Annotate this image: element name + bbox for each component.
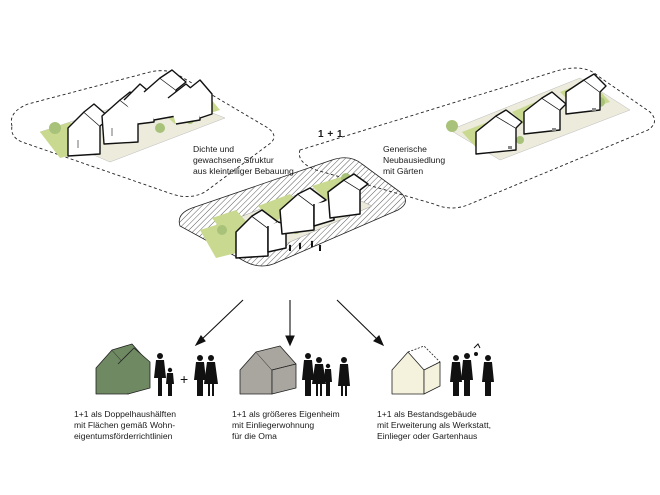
left-caption: Dichte und gewachsene Struktur aus klein… <box>193 144 294 176</box>
option-caption-line: mit Einliegerwohnung <box>232 419 315 430</box>
tree-icon <box>516 136 524 144</box>
option-caption-line: eigentumsförderrichtlinien <box>74 430 173 441</box>
left-caption-line: gewachsene Struktur <box>193 154 274 165</box>
option-caption-line: 1+1 als Bestandsgebäude <box>377 409 477 419</box>
option-3-house-icon <box>391 345 441 395</box>
option-caption-line: Einlieger oder Gartenhaus <box>377 430 478 441</box>
arrows <box>194 299 385 347</box>
left-context-outline <box>10 70 275 197</box>
option-caption-line: mit Flächen gemäß Wohn- <box>74 419 176 430</box>
option-1-house-icon <box>95 343 151 395</box>
option-1-figures <box>154 353 218 396</box>
option-2-figures <box>302 353 350 396</box>
left-cluster <box>39 69 226 163</box>
option-caption-line: für die Oma <box>232 430 277 441</box>
right-caption-line: Generische <box>383 144 427 154</box>
option-caption-line: 1+1 als Doppelhaushälften <box>74 409 177 419</box>
right-cluster <box>446 73 631 161</box>
right-context-outline <box>298 67 655 209</box>
option-1-caption: 1+1 als Doppelhaushälften mit Flächen ge… <box>74 409 176 441</box>
center-label: 1 + 1 <box>318 129 344 140</box>
tree-icon <box>446 120 458 132</box>
right-caption-line: Neubausiedlung <box>383 154 446 165</box>
right-caption: Generische Neubausiedlung mit Gärten <box>383 144 445 176</box>
option-1-joiner: + <box>180 371 188 387</box>
tree-icon <box>217 225 227 235</box>
option-caption-line: 1+1 als größeres Eigenheim <box>232 409 340 419</box>
option-2-caption: 1+1 als größeres Eigenheim mit Einlieger… <box>232 409 340 441</box>
left-caption-line: aus kleinteiliger Bebauung <box>193 165 294 176</box>
tree-icon <box>49 122 61 134</box>
option-3-figures <box>450 343 494 396</box>
right-caption-line: mit Gärten <box>383 165 424 176</box>
tree-icon <box>155 123 165 133</box>
left-caption-line: Dichte und <box>193 144 235 154</box>
center-cluster <box>178 157 406 267</box>
option-3-caption: 1+1 als Bestandsgebäude mit Erweiterung … <box>377 409 491 441</box>
option-caption-line: mit Erweiterung als Werkstatt, <box>377 419 491 430</box>
option-2-house-icon <box>239 345 297 395</box>
